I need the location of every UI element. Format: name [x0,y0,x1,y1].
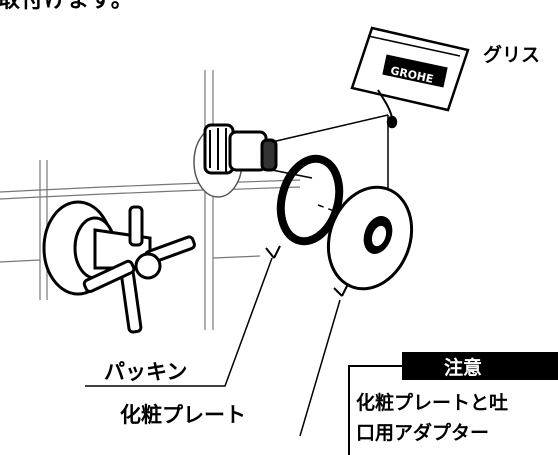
valve-cartridge-icon [193,123,278,198]
decorative-plate-icon [326,185,414,291]
caution-badge: 注意 [402,352,558,380]
faucet-handle-icon [42,200,196,334]
grease-package-icon [350,26,470,129]
grease-label: グリス [483,44,541,66]
instruction-text-top: 取付けます。 [0,0,134,13]
leader-lines [85,245,349,436]
wall-tile-grid [0,70,301,330]
plate-label: 化粧プレート [120,403,246,427]
packing-label: パッキン [104,360,188,384]
caution-text-line-1: 化粧プレートと吐 [356,392,509,414]
installation-illustration: GROHE [0,26,470,436]
packing-ring-icon [276,154,344,246]
caution-text-line-2: 口用アダプター [356,422,490,444]
